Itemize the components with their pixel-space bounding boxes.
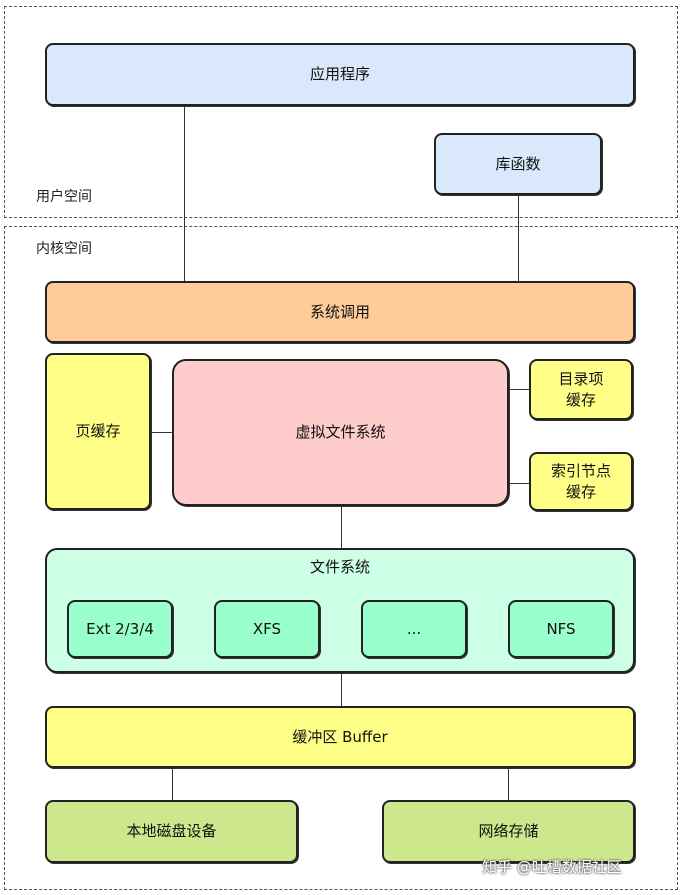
- application-box: 应用程序: [45, 43, 635, 106]
- connector-vfs-inode: [508, 483, 530, 484]
- page-cache-box: 页缓存: [45, 353, 151, 510]
- connector-vfs-dentry: [508, 389, 530, 390]
- connector-app-syscall: [184, 106, 185, 282]
- connector-buffer-network: [508, 767, 509, 800]
- xfs-box: XFS: [214, 600, 320, 658]
- network-storage-box: 网络存储: [382, 800, 635, 863]
- ext-box: Ext 2/3/4: [67, 600, 173, 658]
- buffer-box: 缓冲区 Buffer: [45, 706, 635, 768]
- kernel-space-zone: [4, 226, 678, 890]
- more-box: ...: [361, 600, 467, 658]
- inode-cache-box: 索引节点 缓存: [529, 452, 633, 511]
- watermark: 知乎 @吐槽数据社区: [482, 858, 622, 876]
- library-box: 库函数: [434, 133, 602, 195]
- user-space-zone: [4, 6, 678, 218]
- local-disk-box: 本地磁盘设备: [45, 800, 298, 863]
- connector-pagecache-vfs: [151, 432, 173, 433]
- filesystem-label: 文件系统: [309, 558, 370, 576]
- connector-fs-buffer: [341, 672, 342, 706]
- nfs-box: NFS: [508, 600, 614, 658]
- syscall-box: 系统调用: [45, 281, 635, 343]
- kernel-space-label: 内核空间: [36, 241, 92, 257]
- connector-buffer-disk: [172, 767, 173, 800]
- connector-vfs-fs: [341, 505, 342, 549]
- user-space-label: 用户空间: [36, 189, 92, 205]
- connector-lib-syscall: [518, 194, 519, 282]
- dentry-cache-box: 目录项 缓存: [529, 359, 633, 420]
- vfs-box: 虚拟文件系统: [172, 359, 509, 506]
